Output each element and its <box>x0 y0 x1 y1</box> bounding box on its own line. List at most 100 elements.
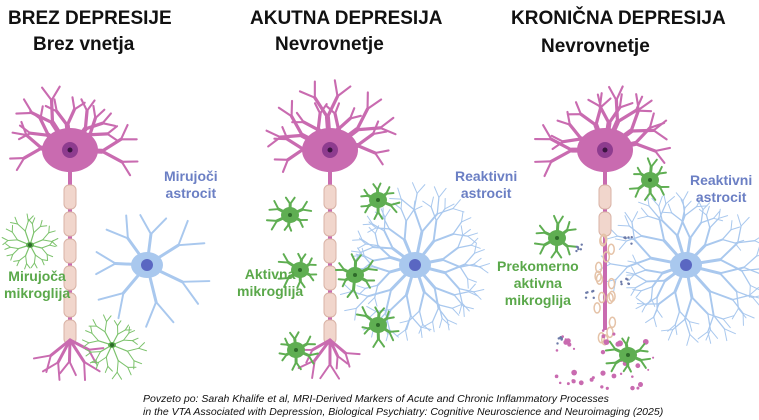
myelin-sheath <box>598 211 612 237</box>
astrocyte-process <box>452 233 469 237</box>
neuron-dendrite <box>336 116 352 131</box>
neuron-dendrite <box>313 96 330 119</box>
astrocyte-process <box>468 291 479 297</box>
neuron-dendrite <box>65 107 77 127</box>
astrocyte-process <box>661 211 673 214</box>
astrocyte-process <box>681 207 686 222</box>
microglia-process <box>128 326 130 334</box>
astrocyte-process <box>719 258 743 272</box>
astrocyte-process <box>470 237 479 246</box>
microglia-process <box>42 239 53 242</box>
axon-terminal <box>49 338 72 357</box>
microglia-process <box>307 352 319 357</box>
microglia-process <box>104 321 108 333</box>
microglia-nucleus <box>376 323 380 327</box>
astrocyte-process <box>367 297 376 305</box>
neuron-dendrite <box>551 140 565 151</box>
axon-terminal <box>68 338 86 364</box>
astrocyte-process <box>423 290 440 306</box>
axon-terminal-debris <box>605 386 609 390</box>
astrocyte-process <box>734 239 745 244</box>
axon-terminal <box>59 360 71 375</box>
astrocyte-process <box>737 214 742 227</box>
axon-terminal <box>83 360 101 373</box>
astrocyte-process <box>438 304 453 309</box>
microglia-process <box>626 364 632 373</box>
axon-terminal <box>335 355 339 370</box>
neuron-dendrite <box>371 120 380 136</box>
neuron-nucleolus <box>327 147 333 153</box>
astrocyte-process <box>686 334 691 346</box>
astrocyte-process <box>177 242 206 247</box>
cytokine-particle <box>580 243 583 246</box>
microglia-process <box>608 340 617 351</box>
astrocyte-process <box>433 186 440 198</box>
astrocyte-process <box>366 288 393 298</box>
microglia-process <box>95 325 106 333</box>
microglia-process <box>538 224 547 234</box>
microglia-process <box>13 260 20 262</box>
astrocyte-process <box>628 225 643 237</box>
neuron-dendrite <box>55 109 69 127</box>
microglia-process <box>25 255 28 265</box>
axon-terminal-debris <box>619 372 623 376</box>
microglia-process <box>88 340 99 344</box>
neuron-dendrite <box>355 107 370 132</box>
microglia-process <box>377 307 385 316</box>
astrocyte-process <box>400 199 403 210</box>
cytokine-particle <box>575 245 579 248</box>
astrocyte-process <box>473 288 485 293</box>
astrocyte-process <box>145 301 158 328</box>
microglia-process <box>33 254 36 264</box>
microglia-process <box>284 337 289 346</box>
astrocyte-process <box>703 238 724 247</box>
neuron-dendrite <box>88 132 110 137</box>
astrocyte-process <box>404 315 412 331</box>
microglia-process <box>289 196 296 205</box>
microglia-nucleus <box>28 243 32 247</box>
astrocyte-process <box>117 292 125 320</box>
astrocyte-process <box>460 225 464 236</box>
astrocyte-process <box>632 254 637 264</box>
microglia-process <box>277 260 290 264</box>
astrocyte-process <box>438 304 443 319</box>
astrocyte-process <box>635 290 642 298</box>
astrocyte-process <box>357 247 364 256</box>
microglia-process <box>82 342 90 348</box>
microglia-process <box>51 237 59 242</box>
microglia-nucleus <box>110 343 114 347</box>
neuron-panel-1 <box>9 85 139 382</box>
neuron-dendrite <box>106 132 119 142</box>
astrocyte-process <box>452 208 465 213</box>
astrocyte-process <box>731 298 744 314</box>
astrocyte-process <box>467 278 478 283</box>
astrocyte-process <box>742 312 755 319</box>
microglia-process <box>128 330 136 334</box>
microglia-process <box>364 204 370 214</box>
astrocyte-process <box>360 246 375 253</box>
astrocyte-process <box>356 285 366 289</box>
astrocyte-process <box>730 226 741 231</box>
microglia-process <box>104 365 109 373</box>
astrocyte-process <box>458 287 475 293</box>
cytokine-particle <box>557 337 560 340</box>
cytokine-particle <box>630 242 633 245</box>
cytokine-particle <box>592 289 595 293</box>
axon-terminal <box>67 338 72 363</box>
cytokine-particle <box>625 277 628 281</box>
microglia-process <box>49 244 56 248</box>
axon-terminal-debris <box>600 385 604 389</box>
astrocyte-process <box>354 307 357 321</box>
astrocyte-process <box>644 269 664 274</box>
astrocyte-process <box>640 207 649 217</box>
microglia-process <box>638 342 646 352</box>
microglia-process <box>657 165 663 175</box>
microglia-process <box>373 210 380 221</box>
microglia-process <box>533 242 546 246</box>
microglia-process <box>610 361 618 373</box>
astrocyte-nucleus <box>680 259 692 271</box>
astrocyte-process <box>462 305 474 310</box>
neuron-dendrite <box>333 79 339 98</box>
panel-1-subtitle: Brez vnetja <box>33 34 135 55</box>
neuron-dendrite <box>349 114 362 120</box>
